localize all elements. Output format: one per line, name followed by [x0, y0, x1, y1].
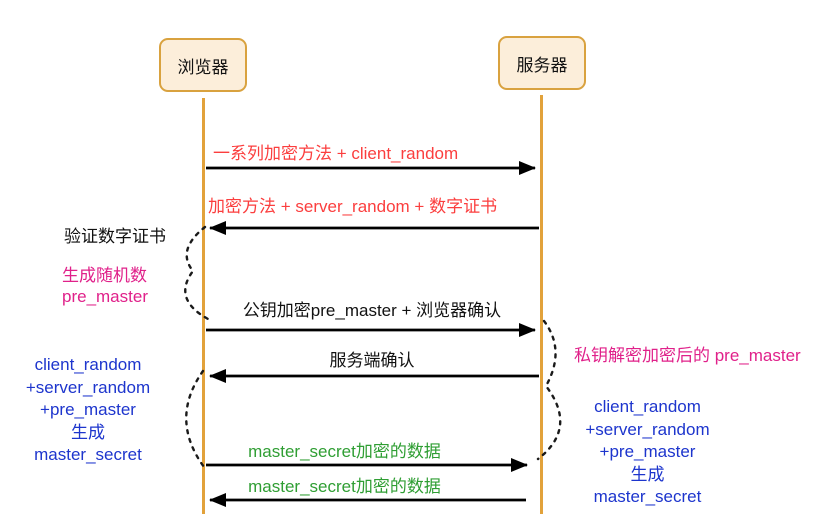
actor-box-browser: 浏览器	[159, 38, 247, 92]
derive-left-line5: master_secret	[34, 445, 142, 464]
derive-left-line1: client_random	[34, 355, 142, 374]
derive-left-line2: +server_random	[25, 377, 151, 397]
dashed-brace-browser-derive	[185, 369, 206, 469]
note-generate-premaster-line1: 生成随机数	[62, 266, 147, 285]
actor-box-server: 服务器	[498, 36, 586, 90]
note-decrypt-premaster: 私钥解密加密后的 pre_master	[574, 346, 801, 365]
note-generate-premaster: 生成随机数 pre_master	[62, 265, 148, 307]
derive-right-line2: +server_random	[585, 419, 710, 439]
dashed-brace-browser-verify	[184, 225, 210, 321]
dashed-brace-server-derive	[536, 319, 562, 461]
derive-left-line4: 生成	[71, 422, 105, 442]
actor-label-server: 服务器	[516, 55, 568, 75]
message-label-server-finish: 服务端确认	[329, 351, 415, 370]
message-label-encrypted-data-left: master_secret加密的数据	[248, 477, 441, 496]
message-label-client-hello: 一系列加密方法 + client_random	[213, 144, 459, 163]
actor-label-browser: 浏览器	[177, 57, 229, 77]
message-label-encrypted-data-right: master_secret加密的数据	[248, 442, 441, 461]
note-server-derive-master-secret: client_random +server_random +pre_master…	[565, 396, 730, 509]
derive-right-line4: 生成	[630, 464, 665, 484]
lifeline-server	[540, 95, 543, 514]
lifeline-browser	[202, 98, 205, 514]
derive-left-line3: +pre_master	[40, 400, 136, 419]
derive-right-line3: +pre_master	[599, 442, 696, 461]
message-label-premaster: 公钥加密pre_master + 浏览器确认	[242, 301, 502, 320]
note-generate-premaster-line2: pre_master	[62, 287, 148, 306]
message-label-server-hello: 加密方法 + server_random + 数字证书	[208, 197, 498, 216]
derive-right-line5: master_secret	[593, 487, 702, 506]
derive-right-line1: client_random	[594, 397, 701, 416]
note-verify-certificate: 验证数字证书	[64, 227, 166, 246]
note-browser-derive-master-secret: client_random +server_random +pre_master…	[6, 354, 170, 467]
